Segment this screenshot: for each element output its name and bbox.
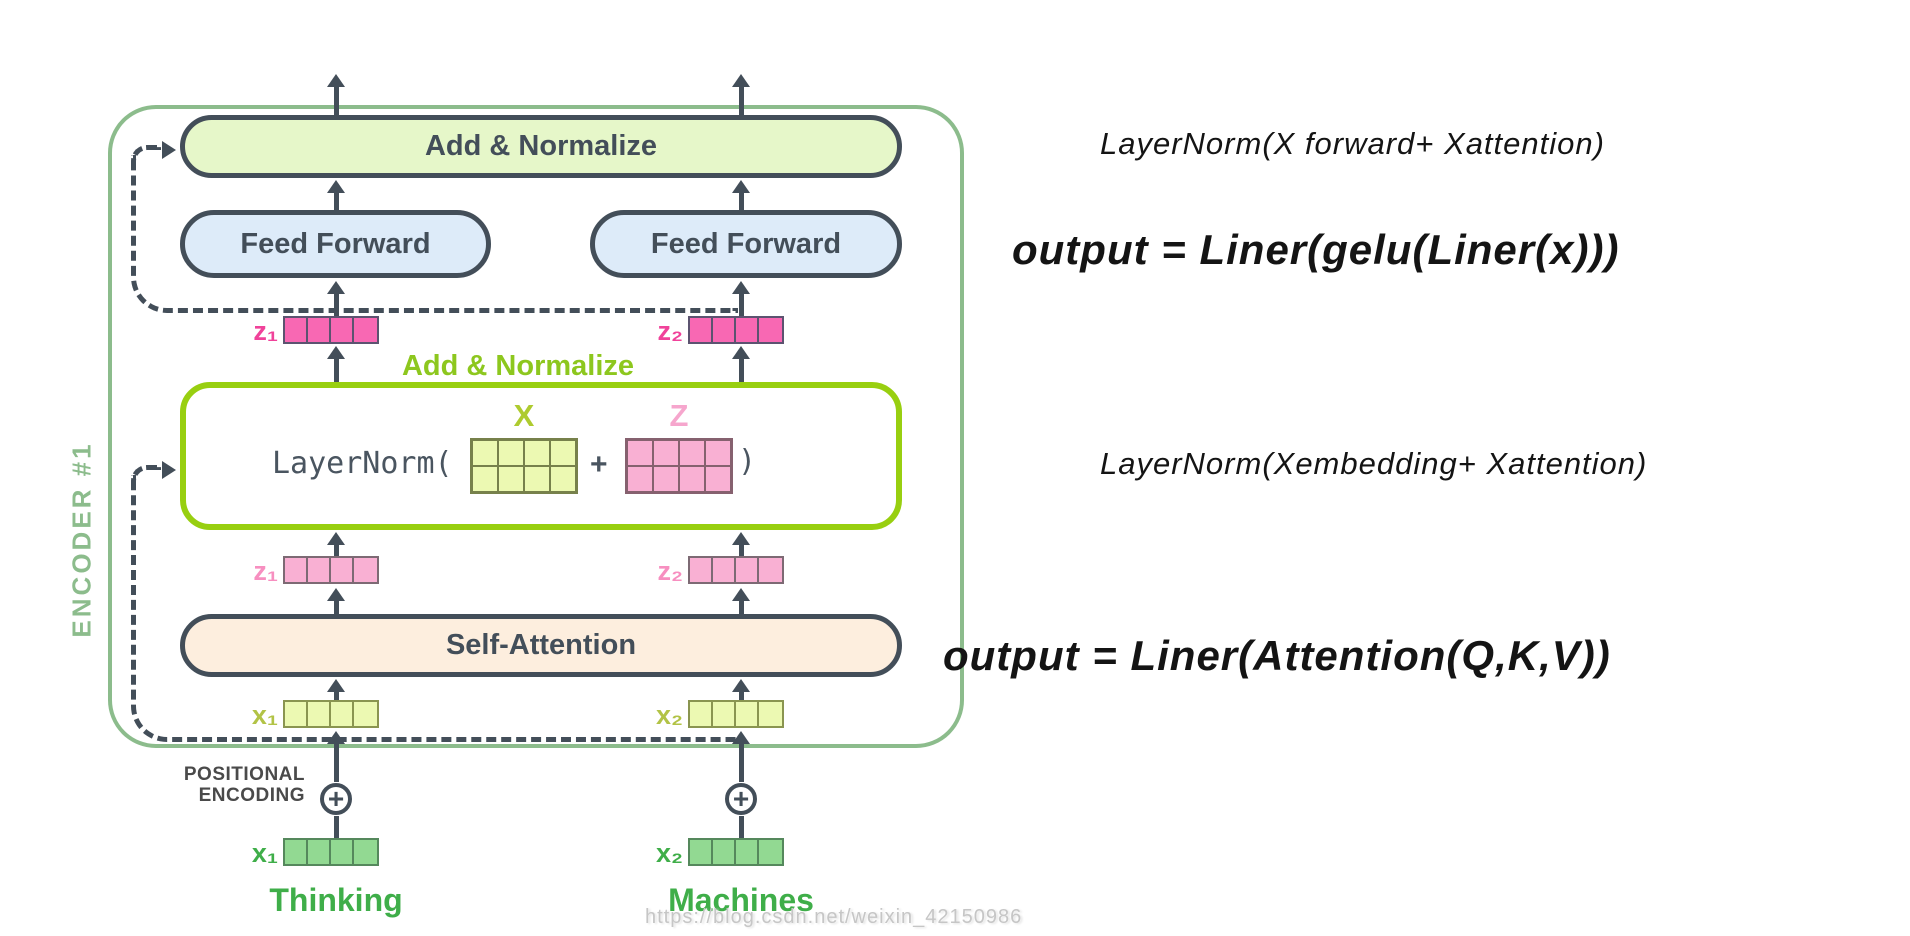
arrow-line <box>739 356 744 382</box>
arrow-line <box>739 816 744 838</box>
z2-attention-vector <box>688 556 784 584</box>
arrow-up-icon <box>327 74 345 87</box>
formula-layernorm-embedding: LayerNorm(Xembedding+ Xattention) <box>1100 446 1648 481</box>
positional-encoding-line2: ENCODING <box>198 785 305 806</box>
arrow-line <box>739 598 744 614</box>
feed-forward-pill-left: Feed Forward <box>180 210 491 278</box>
x2-embed-label: x₂ <box>655 700 683 730</box>
plus-glyph: + <box>327 783 345 814</box>
x1-embed-label: x₁ <box>251 700 278 730</box>
arrow-line <box>334 542 339 556</box>
arrow-line <box>334 190 339 210</box>
z1-output-vector <box>283 316 379 344</box>
positional-add-icon-left: + <box>320 783 352 815</box>
positional-encoding-line1: POSITIONAL <box>183 764 305 785</box>
arrow-line <box>334 291 339 317</box>
z2-attention-label: z₂ <box>657 556 684 586</box>
add-normalize-mid-label: Add & Normalize <box>401 350 635 382</box>
feed-forward-right-label: Feed Forward <box>650 227 842 260</box>
encoder-box <box>108 105 964 748</box>
arrow-line <box>739 291 744 317</box>
feed-forward-left-label: Feed Forward <box>240 227 431 260</box>
arrow-up-icon <box>732 679 750 692</box>
arrow-up-icon <box>327 346 345 359</box>
arrow-up-icon <box>732 532 750 545</box>
arrow-up-icon <box>327 281 345 294</box>
arrow-line <box>334 741 339 782</box>
positional-add-icon-right: + <box>725 783 757 815</box>
add-normalize-pill: Add & Normalize <box>180 115 902 178</box>
arrow-line <box>334 598 339 614</box>
z1-attention-vector <box>283 556 379 584</box>
layernorm-plus: + <box>590 448 608 481</box>
formula-output-attention: output = Liner(Attention(Q,K,V)) <box>943 632 1611 679</box>
formula-layernorm-forward: LayerNorm(X forward+ Xattention) <box>1100 126 1605 161</box>
arrow-line <box>334 689 339 702</box>
arrow-up-icon <box>732 588 750 601</box>
plus-glyph: + <box>732 783 750 814</box>
residual-path-bottom <box>131 475 743 742</box>
x1-input-vector <box>283 838 379 866</box>
arrow-up-icon <box>732 346 750 359</box>
arrow-up-icon <box>327 532 345 545</box>
arrow-line <box>739 689 744 702</box>
residual-arrowhead-icon <box>162 461 176 479</box>
self-attention-pill: Self-Attention <box>180 614 902 677</box>
residual-path-top <box>131 155 738 313</box>
arrow-line <box>739 741 744 782</box>
x1-embed-vector <box>283 700 379 728</box>
positional-encoding-label: POSITIONAL ENCODING <box>150 764 305 806</box>
x2-input-vector <box>688 838 784 866</box>
arrow-up-icon <box>327 679 345 692</box>
watermark: https://blog.csdn.net/weixin_42150986 <box>645 906 1023 928</box>
feed-forward-pill-right: Feed Forward <box>590 210 902 278</box>
arrow-line <box>739 542 744 556</box>
x-matrix <box>470 438 578 494</box>
formula-output-gelu: output = Liner(gelu(Liner(x))) <box>1012 226 1620 273</box>
encoder-label: ENCODER #1 <box>66 441 97 638</box>
self-attention-pill-label: Self-Attention <box>445 629 637 661</box>
x1-input-label: x₁ <box>251 838 278 868</box>
arrow-line <box>334 816 339 838</box>
token-label-thinking: Thinking <box>269 882 403 918</box>
arrow-up-icon <box>732 74 750 87</box>
z2-output-label: z₂ <box>657 316 684 346</box>
add-normalize-pill-label: Add & Normalize <box>424 130 658 162</box>
z1-output-label: z₁ <box>253 316 278 346</box>
arrow-up-icon <box>732 731 750 744</box>
layernorm-close: ) <box>738 444 757 479</box>
layernorm-prefix: LayerNorm( <box>272 446 453 481</box>
arrow-up-icon <box>327 588 345 601</box>
arrow-up-icon <box>732 281 750 294</box>
z2-output-vector <box>688 316 784 344</box>
z-matrix-label: Z <box>669 398 689 433</box>
x2-embed-vector <box>688 700 784 728</box>
arrow-line <box>334 356 339 382</box>
arrow-line <box>739 190 744 210</box>
arrow-up-icon <box>327 731 345 744</box>
arrow-up-icon <box>327 180 345 193</box>
x2-input-label: x₂ <box>655 838 683 868</box>
residual-arrowhead-icon <box>162 141 176 159</box>
arrow-line <box>334 84 339 115</box>
arrow-line <box>739 84 744 115</box>
z1-attention-label: z₁ <box>253 556 278 586</box>
x-matrix-label: X <box>513 398 535 433</box>
token-label-machines: Machines <box>668 882 814 918</box>
